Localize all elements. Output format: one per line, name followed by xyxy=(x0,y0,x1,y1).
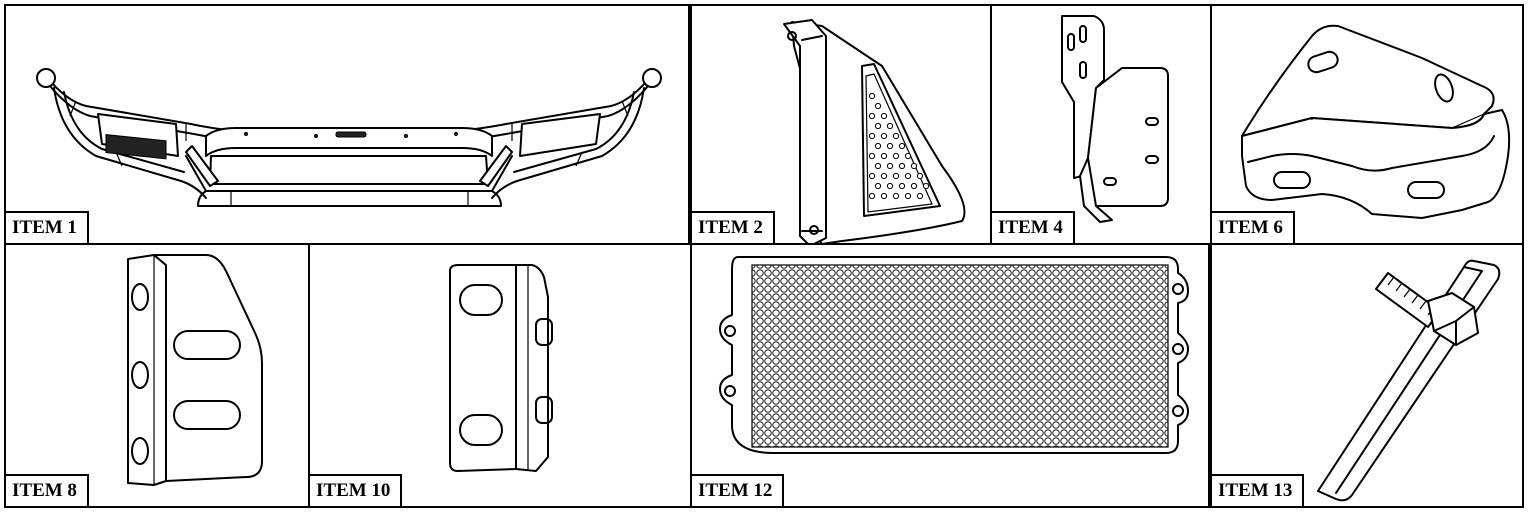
item-8-cell: ITEM 8 xyxy=(4,243,310,508)
item-1-label: ITEM 1 xyxy=(6,211,89,243)
item-13-label: ITEM 13 xyxy=(1212,474,1305,506)
item-13-cell: ITEM 13 xyxy=(1210,243,1524,508)
mesh-side-bracket-icon xyxy=(783,19,966,243)
u-bracket-icon xyxy=(1241,24,1511,219)
angle-bracket-icon xyxy=(127,254,263,486)
item-10-label: ITEM 10 xyxy=(310,474,403,506)
item-10-cell: ITEM 10 xyxy=(308,243,692,508)
item-8-label: ITEM 8 xyxy=(6,474,89,506)
item-4-label: ITEM 4 xyxy=(992,211,1075,243)
item-1-cell: ITEM 1 xyxy=(4,4,690,245)
item-2-cell: ITEM 2 xyxy=(690,4,992,245)
item-4-cell: ITEM 4 xyxy=(990,4,1212,245)
bolt-plate-icon xyxy=(1317,259,1501,502)
item-12-label: ITEM 12 xyxy=(692,474,785,506)
mounting-bracket-icon xyxy=(1061,15,1169,223)
small-angle-bracket-icon xyxy=(449,264,553,472)
item-12-cell: ITEM 12 xyxy=(690,243,1210,508)
item-6-label: ITEM 6 xyxy=(1212,211,1295,243)
item-6-cell: ITEM 6 xyxy=(1210,4,1524,245)
mesh-grille-panel-icon xyxy=(719,256,1189,454)
front-bumper-icon xyxy=(36,68,662,207)
item-2-label: ITEM 2 xyxy=(692,211,775,243)
